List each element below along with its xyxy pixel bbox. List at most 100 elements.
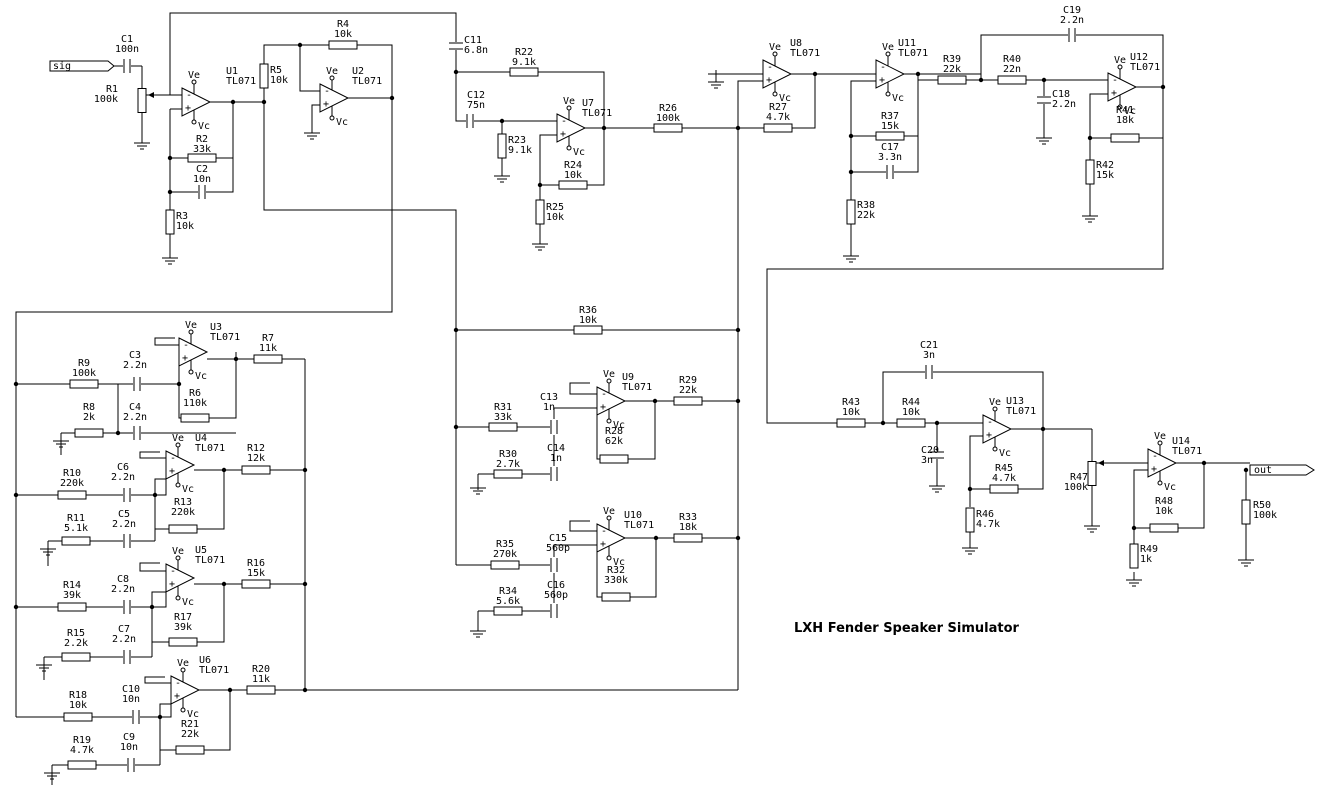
- opamp-inverting-pin: -: [175, 678, 181, 689]
- resistor-ref-r43: R43: [842, 397, 860, 408]
- capacitor-value-c10: 10n: [122, 694, 140, 705]
- resistor-ref-r36: R36: [579, 305, 597, 316]
- opamp-inverting-pin: -: [561, 116, 567, 127]
- supply-label-ve: Ve: [1114, 55, 1126, 66]
- resistor-value-r44: 10k: [902, 407, 920, 418]
- resistor-ref-r37: R37: [881, 111, 899, 122]
- resistor-value-r20: 11k: [252, 674, 270, 685]
- supply-label-vc: Vc: [182, 484, 194, 495]
- opamp-noninverting-pin: +: [600, 539, 606, 550]
- input-port-label: sig: [53, 61, 71, 72]
- resistor-ref-r22: R22: [515, 47, 533, 58]
- wire: [456, 407, 597, 428]
- resistor-ref-r19: R19: [73, 735, 91, 746]
- capacitor-value-c8: 2.2n: [111, 584, 135, 595]
- junction-dot: [302, 581, 308, 587]
- capacitor-ref-c12: C12: [467, 90, 485, 101]
- resistor-r14: [57, 602, 87, 612]
- capacitor-gap: [550, 466, 558, 482]
- capacitor-ref-c19: C19: [1063, 5, 1081, 16]
- wire: [16, 585, 167, 608]
- opamp-noninverting-pin: +: [560, 129, 566, 140]
- capacitor-gap: [133, 376, 141, 392]
- junction-dot: [735, 398, 741, 404]
- opamp-u7: [556, 113, 587, 143]
- junction-dot: [967, 486, 973, 492]
- opamp-part-u1: TL071: [226, 76, 256, 87]
- capacitor-ref-c17: C17: [881, 142, 899, 153]
- wiper-arrow: [148, 92, 154, 98]
- opamp-inverting-pin: -: [324, 86, 330, 97]
- capacitor-ref-c21: C21: [920, 340, 938, 351]
- resistor-r42: [1085, 159, 1095, 185]
- resistor-value-r26: 100k: [656, 113, 680, 124]
- junction-dot: [221, 581, 227, 587]
- supply-label-vc: Vc: [779, 93, 791, 104]
- opamp-part-u9: TL071: [622, 382, 652, 393]
- opamp-part-u11: TL071: [898, 48, 928, 59]
- opamp-noninverting-pin: +: [1111, 88, 1117, 99]
- capacitor-gap: [550, 557, 558, 573]
- wire: [154, 337, 179, 346]
- output-port-out: [1249, 464, 1315, 476]
- capacitor-ref-c18: C18: [1052, 89, 1070, 100]
- resistor-ref-r23: R23: [508, 135, 526, 146]
- opamp-ref-u3: U3: [210, 322, 222, 333]
- junction-dot: [152, 492, 158, 498]
- wire: [1133, 469, 1148, 545]
- junction-dot: [499, 118, 505, 124]
- resistor-r39: [937, 75, 967, 85]
- opamp-part-u10: TL071: [624, 520, 654, 531]
- resistor-r49: [1129, 543, 1139, 569]
- capacitor-value-c17: 3.3n: [878, 152, 902, 163]
- wire: [737, 80, 763, 128]
- wire: [882, 371, 1044, 429]
- opamp-ref-u4: U4: [195, 433, 207, 444]
- opamp-inverting-pin: -: [183, 340, 189, 351]
- potentiometer-r1: [137, 88, 147, 113]
- capacitor-value-c9: 10n: [120, 742, 138, 753]
- opamp-u8: [762, 59, 793, 89]
- junction-dot: [1201, 460, 1207, 466]
- resistor-value-r41: 18k: [1116, 115, 1134, 126]
- opamp-u9: [596, 386, 627, 416]
- resistor-r3: [165, 209, 175, 235]
- supply-label-ve: Ve: [882, 42, 894, 53]
- resistor-value-r12: 12k: [247, 453, 265, 464]
- capacitor-ref-c15: C15: [549, 533, 567, 544]
- opamp-inverting-pin: -: [987, 417, 993, 428]
- junction-dot: [297, 42, 303, 48]
- opamp-part-u2: TL071: [352, 76, 382, 87]
- opamp-part-u4: TL071: [195, 443, 225, 454]
- junction-dot: [812, 71, 818, 77]
- opamp-inverting-pin: -: [601, 389, 607, 400]
- capacitor-ref-c3: C3: [129, 350, 141, 361]
- capacitor-ref-c4: C4: [129, 402, 141, 413]
- resistor-value-r16: 15k: [247, 568, 265, 579]
- junction-dot: [302, 467, 308, 473]
- junction-dot: [1040, 426, 1046, 432]
- resistor-ref-r44: R44: [902, 397, 920, 408]
- resistor-value-r19: 4.7k: [70, 745, 94, 756]
- supply-label-ve: Ve: [563, 96, 575, 107]
- resistor-value-r4: 10k: [334, 29, 352, 40]
- resistor-ref-r34: R34: [499, 586, 517, 597]
- resistor-ref-r28: R28: [605, 426, 623, 437]
- supply-label-vc: Vc: [195, 371, 207, 382]
- resistor-r44: [896, 418, 926, 428]
- resistor-r38: [846, 199, 856, 225]
- capacitor-value-c21: 3n: [923, 350, 935, 361]
- capacitor-ref-c20: C20: [921, 445, 939, 456]
- resistor-value-r11: 5.1k: [64, 523, 88, 534]
- resistor-ref-r31: R31: [494, 402, 512, 413]
- supply-terminal: [1157, 440, 1163, 446]
- junction-dot: [149, 604, 155, 610]
- capacitor-value-c3: 2.2n: [123, 360, 147, 371]
- supply-terminal: [329, 115, 335, 121]
- resistor-r11: [61, 536, 91, 546]
- supply-label-vc: Vc: [182, 597, 194, 608]
- opamp-noninverting-pin: +: [169, 466, 175, 477]
- resistor-value-r35: 270k: [493, 549, 517, 560]
- capacitor-gap: [886, 164, 894, 180]
